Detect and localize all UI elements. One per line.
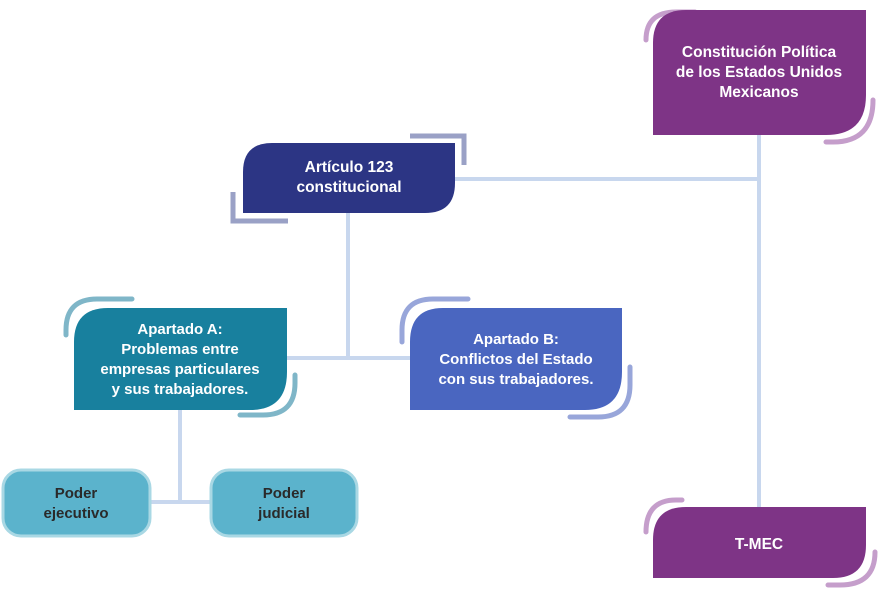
- label-line: Apartado A:: [137, 321, 222, 338]
- node-articulo: Artículo 123 constitucional: [230, 133, 467, 224]
- node-articulo-box: [243, 143, 455, 213]
- node-ejecutivo-box: [1, 468, 152, 538]
- label-line: judicial: [257, 505, 310, 522]
- label-line: de los Estados Unidos: [676, 64, 842, 81]
- node-articulo-label: Artículo 123 constitucional: [296, 159, 401, 196]
- node-apartado-a-accent-tl: [63, 296, 135, 338]
- node-constitucion-label: Constitución Política de los Estados Unid…: [676, 44, 842, 101]
- label-line: Apartado B:: [473, 331, 559, 348]
- label-line: Artículo 123: [305, 159, 394, 176]
- label-line: Poder: [55, 485, 98, 502]
- node-apartado-b-box: [410, 308, 622, 410]
- node-tmec-label: T-MEC: [735, 536, 783, 553]
- node-tmec-accent: [643, 497, 685, 535]
- node-ejecutivo: Poder ejecutivo: [1, 468, 152, 538]
- label-line: Constitución Política: [682, 44, 837, 61]
- label-line: T-MEC: [735, 536, 783, 553]
- label-line: Mexicanos: [719, 84, 798, 101]
- label-line: con sus trabajadores.: [438, 371, 593, 388]
- node-tmec-accent-br: [825, 549, 878, 588]
- node-apartado-a-box: [74, 308, 287, 410]
- node-articulo-accent-bl: [230, 192, 288, 224]
- node-tmec: T-MEC: [643, 497, 878, 588]
- node-tmec-box: [653, 507, 866, 578]
- node-constitucion-accent-br: [823, 97, 876, 145]
- node-apartado-b: Apartado B: Conflictos del Estado con sus …: [399, 296, 633, 420]
- node-apartado-a: Apartado A: Problemas entre empresas parti…: [63, 296, 298, 418]
- node-apartado-b-accent-br: [567, 364, 633, 420]
- node-ejecutivo-label: Poder ejecutivo: [43, 485, 108, 522]
- node-judicial-label: Poder judicial: [257, 485, 310, 522]
- label-line: empresas particulares: [100, 361, 259, 378]
- label-line: ejecutivo: [43, 505, 108, 522]
- label-line: Conflictos del Estado: [439, 351, 592, 368]
- node-constitucion-box: [653, 10, 866, 135]
- node-apartado-a-label: Apartado A: Problemas entre empresas parti…: [100, 321, 259, 398]
- label-line: Problemas entre: [121, 341, 239, 358]
- node-judicial-box: [209, 468, 359, 538]
- connectors: [150, 132, 761, 508]
- node-apartado-b-label: Apartado B: Conflictos del Estado con sus …: [438, 331, 593, 388]
- label-line: Poder: [263, 485, 306, 502]
- node-judicial: Poder judicial: [209, 468, 359, 538]
- node-constitucion: Constitución Política de los Estados Unid…: [643, 9, 876, 145]
- node-apartado-b-accent-tl: [399, 296, 471, 345]
- label-line: constitucional: [296, 179, 401, 196]
- label-line: y sus trabajadores.: [112, 381, 249, 398]
- node-articulo-accent-tr: [410, 133, 467, 165]
- node-apartado-a-accent-br: [237, 372, 298, 418]
